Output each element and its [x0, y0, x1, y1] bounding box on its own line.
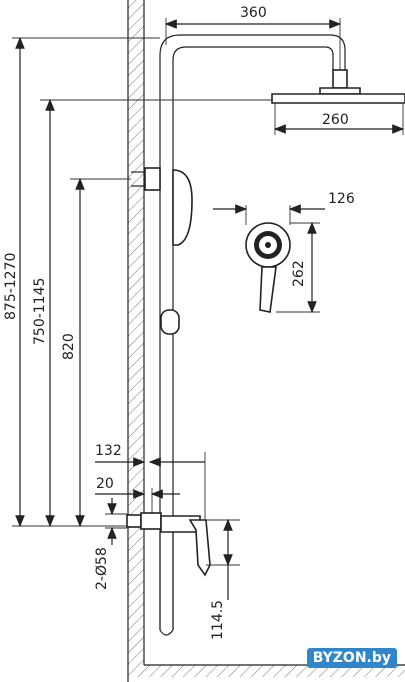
- hand-shower-holder: [131, 167, 193, 246]
- dim-holder-height: 820: [61, 177, 131, 528]
- dim-rail-width-text: 360: [240, 5, 267, 21]
- dim-head-height-text: 750-1145: [32, 278, 48, 345]
- dim-connection-diameter-text: 2-Ø58: [94, 547, 110, 590]
- dim-hand-shower-width: 126: [213, 191, 355, 225]
- watermark-logo: BYZON.by: [306, 648, 397, 668]
- dim-outlet-depth-text: 20: [96, 476, 114, 492]
- dim-hand-shower-width-text: 126: [328, 191, 355, 207]
- dim-connection-spacing: 114.5: [206, 518, 240, 640]
- dim-head-height: 750-1145: [32, 98, 272, 528]
- dim-head-diameter: 260: [273, 103, 405, 135]
- slider-knob: [160, 309, 180, 335]
- dim-outlet-depth: 20: [95, 476, 180, 513]
- dim-hand-shower-height-text: 262: [291, 260, 307, 287]
- hand-shower-front-view: [245, 222, 291, 313]
- dim-total-height-text: 875-1270: [3, 253, 19, 320]
- dim-outlet-offset: 132: [95, 443, 206, 520]
- overhead-shower-head: [271, 69, 405, 104]
- dim-rail-width: 360: [164, 5, 342, 70]
- wall: [127, 0, 145, 682]
- dim-connection-diameter: 2-Ø58: [94, 498, 127, 590]
- dim-hand-shower-height: 262: [276, 221, 320, 314]
- dim-connection-spacing-text: 114.5: [210, 600, 226, 640]
- dim-total-height: 875-1270: [3, 36, 160, 528]
- dim-holder-height-text: 820: [61, 333, 77, 360]
- riser-pipe: [159, 34, 346, 630]
- dim-outlet-offset-text: 132: [95, 443, 122, 459]
- dim-head-diameter-text: 260: [322, 112, 349, 128]
